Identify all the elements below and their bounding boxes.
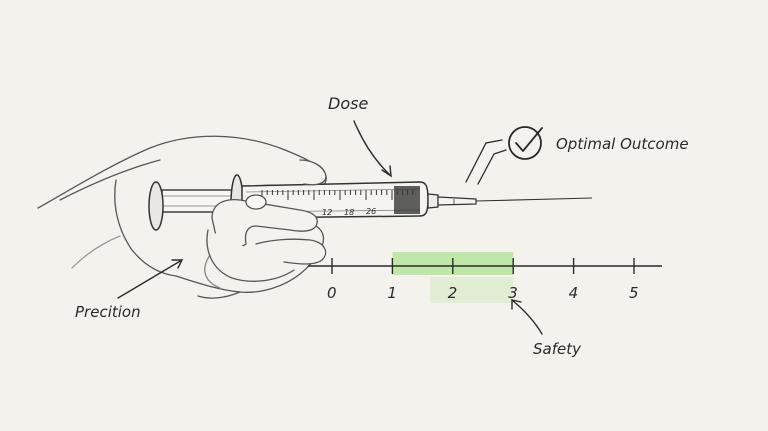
precision-arrow — [117, 259, 184, 299]
scale-label-1: 1 — [387, 284, 397, 302]
scale-ticks: 0 1 2 3 4 5 — [327, 258, 639, 302]
scale-label-2: 2 — [448, 284, 458, 302]
plunger-thumb-rest — [148, 181, 164, 231]
needle — [475, 197, 593, 202]
safe-range-glow — [430, 277, 514, 303]
outcome-label: Optimal Outcome — [556, 135, 689, 153]
scale-label-0: 0 — [327, 284, 337, 302]
barrel-mark-2: 18 — [344, 208, 354, 217]
scale-label-3: 3 — [508, 284, 518, 302]
scale-label-4: 4 — [569, 284, 579, 302]
barrel-mark-3: 26 — [366, 207, 376, 216]
dose-scale: 0 1 2 3 4 5 — [308, 252, 662, 303]
syringe-hub — [427, 193, 439, 209]
needle-base — [437, 196, 477, 206]
outcome-pointer — [465, 139, 507, 185]
barrel-mark-1: 12 — [322, 208, 332, 217]
safety-arrow — [511, 299, 543, 335]
dose-label: Dose — [328, 94, 368, 113]
check-circle-icon — [508, 126, 543, 160]
precision-label: Precition — [75, 303, 141, 321]
dose-band — [394, 186, 420, 214]
dose-arrow — [353, 120, 392, 178]
safety-label: Safety — [533, 340, 582, 358]
hand-fingers — [206, 159, 327, 282]
scale-label-5: 5 — [629, 284, 639, 302]
